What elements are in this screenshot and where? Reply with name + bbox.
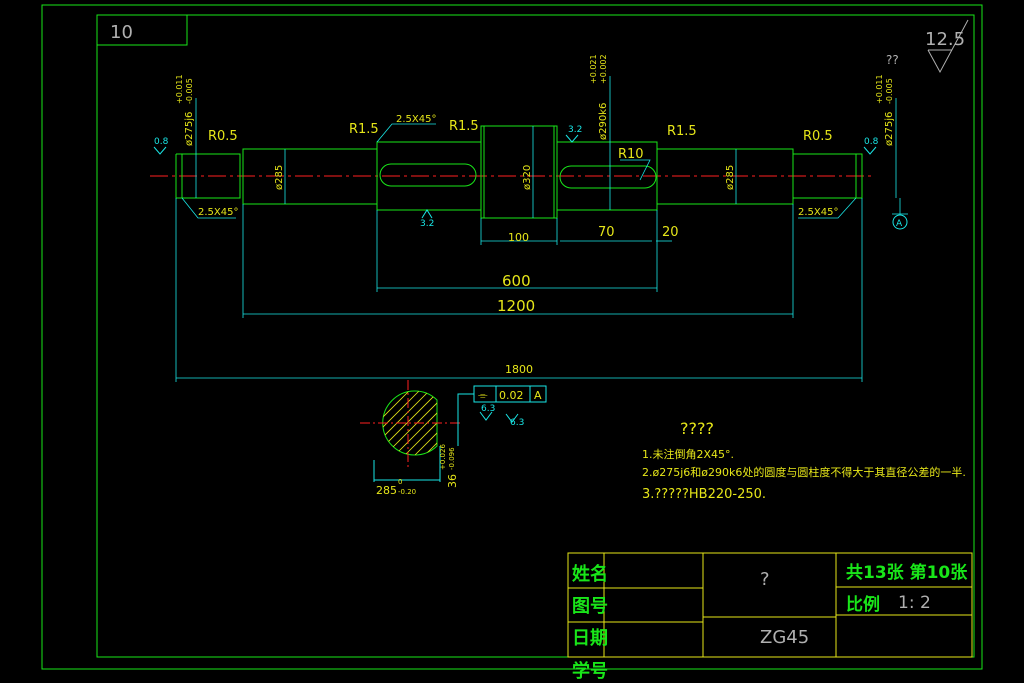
dim-600: 600 xyxy=(502,272,531,290)
section-tolerance: 0.02 xyxy=(499,389,524,402)
radius-keyway: R10 xyxy=(618,147,644,162)
section-view xyxy=(360,380,547,482)
notes-line-3: 3.?????HB220-250. xyxy=(642,487,766,502)
title-block-grid xyxy=(567,552,973,658)
sheet-number-box xyxy=(96,14,188,46)
diameter-labels: ø275j6 +0.011 -0.005 ø275j6 +0.011 -0.00… xyxy=(175,54,895,190)
chamfer-bottom-right: 2.5X45° xyxy=(798,207,838,218)
dia-journal-left: ø275j6 xyxy=(184,112,195,146)
dim-collar-width: 100 xyxy=(508,231,529,244)
title-block-label-number: 学号 xyxy=(572,660,608,682)
dim-total: 1800 xyxy=(505,363,533,376)
dim-1200: 1200 xyxy=(497,297,535,315)
roughness-keyway: 3.2 xyxy=(568,125,582,135)
section-roughness-1: 6.3 xyxy=(481,404,495,414)
datum-label: A xyxy=(896,219,903,229)
title-block-scale: 1: 2 xyxy=(898,593,931,613)
roughness-corner: 12.5 xyxy=(925,29,965,50)
title-block-sheets: 共13张 第10张 xyxy=(846,562,968,583)
outer-frame xyxy=(41,4,983,670)
shaft-outline xyxy=(175,125,863,219)
section-dia-tol-upper: 0 xyxy=(398,478,402,486)
notes-title: ???? xyxy=(680,419,714,438)
radius-mid-r15: R1.5 xyxy=(449,119,479,134)
dia-journal-right-tol-upper: +0.011 xyxy=(875,74,884,104)
inner-frame xyxy=(96,14,975,658)
roughness-symbol-icon xyxy=(927,19,969,74)
dia-collar: ø320 xyxy=(522,165,533,190)
dia-keyway-seat-tol-upper: +0.021 xyxy=(589,54,598,84)
datum-circle-icon xyxy=(892,214,908,230)
dim-gap: 20 xyxy=(662,225,679,240)
section-key-depth-tol-lower: -0.096 xyxy=(448,447,456,470)
roughness-corner-suffix: ?? xyxy=(886,53,899,67)
symmetry-symbol-icon: ⌯ xyxy=(478,388,488,402)
radius-right-r05: R0.5 xyxy=(803,129,833,144)
title-block-label-drawing: 图号 xyxy=(572,596,608,617)
title-block-part-name: ? xyxy=(760,569,770,590)
title-block-material: ZG45 xyxy=(760,627,809,648)
roughness-marks xyxy=(153,134,877,219)
dia-journal-right-tol-lower: -0.005 xyxy=(885,78,894,104)
dim-key-length: 70 xyxy=(598,225,615,240)
dia-shoulder-right: ø285 xyxy=(725,165,736,190)
roughness-bottom: 3.2 xyxy=(420,219,434,229)
roughness-right-end: 0.8 xyxy=(864,137,879,147)
radius-left-r15: R1.5 xyxy=(349,122,379,137)
chamfer-top: 2.5X45° xyxy=(396,114,436,125)
dia-shoulder-left: ø285 xyxy=(274,165,285,190)
dia-journal-left-tol-lower: -0.005 xyxy=(185,78,194,104)
dia-journal-left-tol-upper: +0.011 xyxy=(175,74,184,104)
roughness-left-end: 0.8 xyxy=(154,137,169,147)
section-roughness-2: 6.3 xyxy=(510,418,524,428)
radius-left-r05: R0.5 xyxy=(208,129,238,144)
title-block-scale-label: 比例 xyxy=(846,594,880,615)
notes-line-1: 1.未注倒角2X45°. xyxy=(642,447,734,461)
dimension-lines xyxy=(175,76,908,382)
section-key-depth-tol-upper: +0.026 xyxy=(439,444,447,470)
title-block-label-date: 日期 xyxy=(572,628,608,649)
dia-keyway-seat: ø290k6 xyxy=(598,103,609,140)
notes-line-2: 2.ø275j6和ø290k6处的圆度与圆柱度不得大于其直径公差的一半. xyxy=(642,465,966,479)
section-key-depth: 36 xyxy=(446,474,459,488)
chamfer-bottom-left: 2.5X45° xyxy=(198,207,238,218)
dia-journal-right: ø275j6 xyxy=(884,112,895,146)
section-dia: 285 xyxy=(376,484,397,497)
sheet-number: 10 xyxy=(110,22,133,43)
title-block-label-name: 姓名 xyxy=(572,563,608,585)
section-dia-tol-lower: -0.20 xyxy=(398,488,416,496)
radius-right-r15: R1.5 xyxy=(667,124,697,139)
section-datum: A xyxy=(534,389,542,402)
dia-keyway-seat-tol-lower: +0.002 xyxy=(599,54,608,84)
